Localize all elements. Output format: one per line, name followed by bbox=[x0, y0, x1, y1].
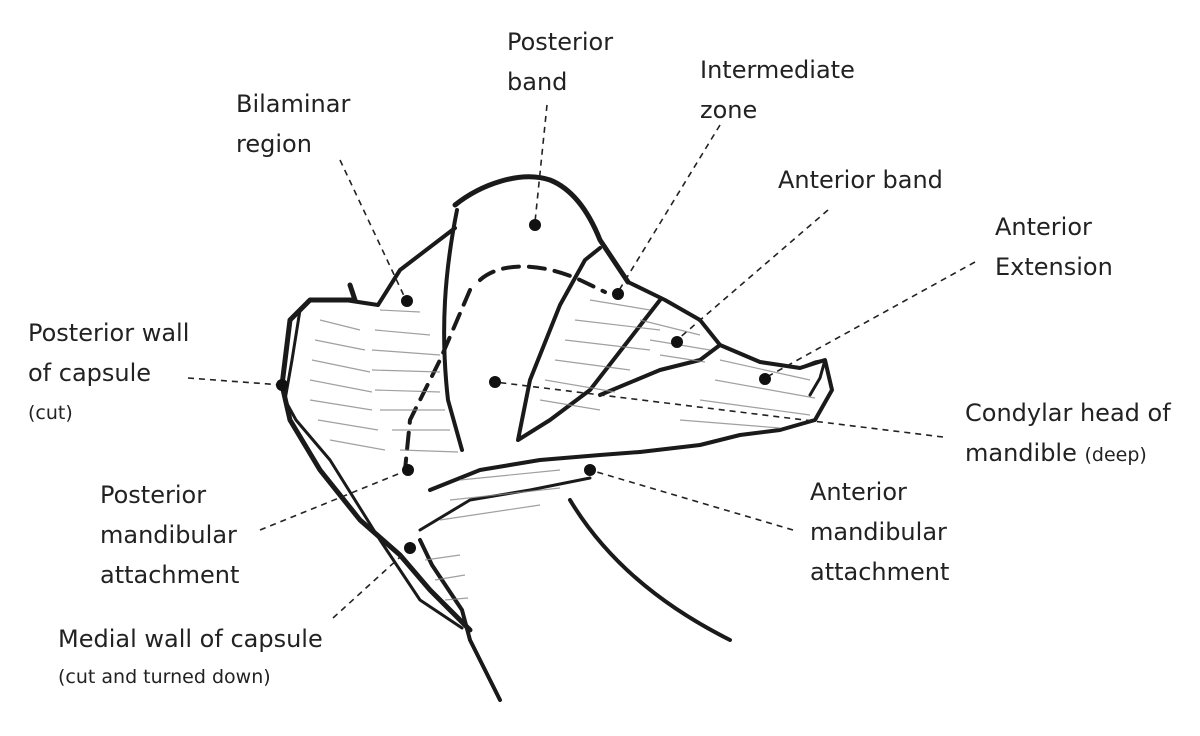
hatching bbox=[309, 299, 816, 601]
label-line: Anterior bbox=[810, 478, 907, 506]
leader-intermediate-zone bbox=[617, 124, 721, 293]
label-line: Posterior bbox=[100, 481, 207, 509]
marker-dots bbox=[276, 219, 771, 554]
label-line: mandibular bbox=[810, 518, 947, 546]
label-line: Posterior bbox=[507, 28, 614, 56]
posterior-wall-outline bbox=[279, 282, 473, 633]
disc-illustration bbox=[279, 174, 834, 702]
posterior-band-dashed-left bbox=[403, 288, 472, 472]
dot-posterior-band bbox=[529, 219, 541, 231]
dot-bilaminar-region bbox=[401, 295, 413, 307]
label-line: region bbox=[236, 130, 312, 158]
posterior-band-outline bbox=[452, 174, 631, 285]
label-posterior-band: Posterior band bbox=[507, 22, 613, 102]
label-posterior-mandibular: Posterior mandibular attachment bbox=[100, 475, 239, 595]
label-part: (deep) bbox=[1084, 444, 1147, 466]
label-condylar-head: Condylar head of mandible (deep) bbox=[965, 393, 1171, 475]
label-line: band bbox=[507, 68, 568, 96]
leader-anterior-band bbox=[676, 209, 829, 341]
label-line: of capsule bbox=[28, 359, 152, 387]
posterior-band-dashed-edge bbox=[478, 264, 607, 294]
leader-posterior-band bbox=[534, 104, 548, 223]
intermediate-zone-outline bbox=[516, 246, 662, 442]
label-part: mandible bbox=[965, 439, 1077, 467]
label-line: Anterior bbox=[995, 213, 1092, 241]
label-line: Intermediate bbox=[700, 56, 855, 84]
leader-lines bbox=[187, 104, 976, 619]
label-line: mandible (deep) bbox=[965, 433, 1171, 475]
label-line: mandibular bbox=[100, 521, 237, 549]
dot-anterior-band bbox=[671, 336, 683, 348]
dot-condylar-head bbox=[489, 376, 501, 388]
leader-anterior-mandibular bbox=[589, 469, 794, 531]
dot-posterior-wall bbox=[276, 379, 288, 391]
label-anterior-extension: Anterior Extension bbox=[995, 207, 1113, 287]
bilaminar-outline bbox=[343, 226, 457, 307]
dot-posterior-mandibular bbox=[402, 464, 414, 476]
label-line: attachment bbox=[100, 561, 240, 589]
dot-anterior-mandibular bbox=[584, 464, 596, 476]
leader-anterior-extension bbox=[764, 261, 976, 379]
label-line: attachment bbox=[810, 558, 950, 586]
label-line: zone bbox=[700, 96, 758, 124]
label-line: Posterior wall bbox=[28, 319, 190, 347]
anterior-attachment-outline bbox=[428, 450, 642, 492]
posterior-wall-inner bbox=[283, 308, 464, 630]
label-line: Anterior band bbox=[778, 166, 943, 194]
label-line: Bilaminar bbox=[236, 90, 351, 118]
leader-bilaminar-region bbox=[339, 159, 406, 299]
leader-posterior-wall bbox=[187, 377, 283, 386]
label-posterior-wall: Posterior wall of capsule (cut) bbox=[28, 313, 189, 433]
posterior-band-left-edge bbox=[442, 208, 464, 452]
medial-wall-outline bbox=[418, 538, 502, 702]
leader-posterior-mandibular bbox=[259, 469, 409, 531]
label-anterior-mandibular: Anterior mandibular attachment bbox=[810, 472, 949, 592]
anterior-extension-outline bbox=[638, 343, 834, 454]
leader-condylar-head bbox=[494, 381, 944, 438]
anterior-extension-tip bbox=[798, 358, 827, 397]
label-line: Extension bbox=[995, 253, 1113, 281]
label-medial-wall: Medial wall of capsule (cut and turned d… bbox=[58, 620, 323, 696]
leader-medial-wall bbox=[332, 547, 411, 619]
label-anterior-band: Anterior band bbox=[778, 160, 943, 200]
label-line: (cut) bbox=[28, 402, 73, 424]
dot-medial-wall bbox=[404, 542, 416, 554]
mandible-anterior-line bbox=[568, 498, 732, 642]
label-line: (cut and turned down) bbox=[58, 666, 271, 688]
label-line: Condylar head of bbox=[965, 399, 1171, 427]
label-bilaminar-region: Bilaminar region bbox=[236, 84, 350, 164]
label-intermediate-zone: Intermediate zone bbox=[700, 50, 855, 130]
dot-intermediate-zone bbox=[612, 288, 624, 300]
label-line: Medial wall of capsule bbox=[58, 625, 323, 653]
dot-anterior-extension bbox=[759, 373, 771, 385]
